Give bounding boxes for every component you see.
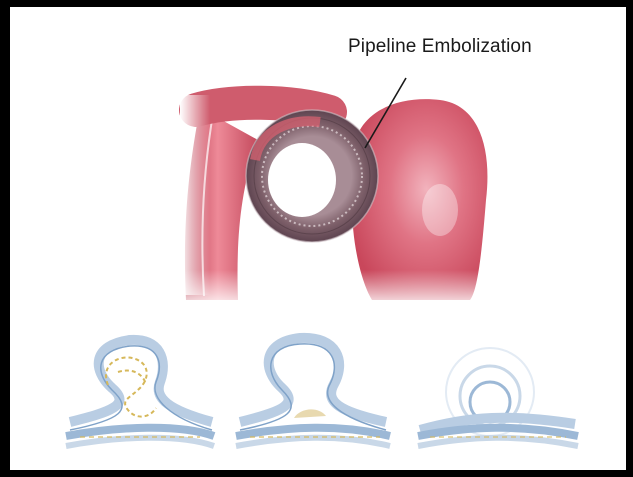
callout-label: Pipeline Embolization [348, 36, 532, 58]
schematic-panel-thrombosed [236, 338, 390, 446]
loop-lumen [268, 143, 336, 217]
vessel-illustration [180, 95, 500, 310]
schematic-panel-resolved [418, 348, 578, 446]
schematic-panel-coils [66, 340, 214, 446]
